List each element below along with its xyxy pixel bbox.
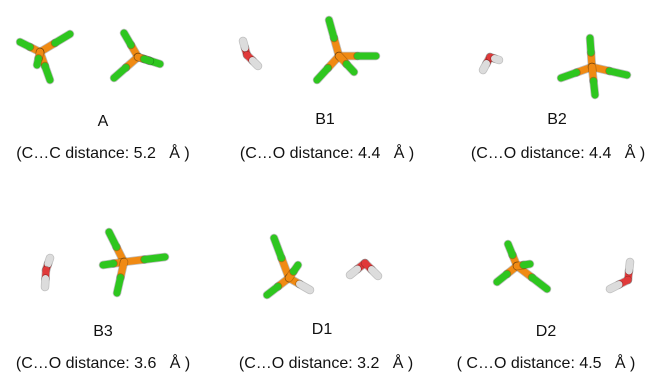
B3-water-o-h-bond-2-outer bbox=[41, 275, 49, 291]
distance-caption-A: (C…C distance: 5.2 Å ) bbox=[16, 145, 190, 162]
A-mol2-c-cl-bond-outer bbox=[120, 29, 135, 49]
distance-caption-D2: ( C…O distance: 4.5 Å ) bbox=[456, 355, 636, 372]
D2-mol-c-h-bond-2-outer bbox=[520, 260, 534, 269]
B2-water-o-h-bond-2-outer bbox=[491, 55, 503, 64]
B1-water-o-h-bond-2-outer bbox=[249, 57, 262, 70]
D2-mol-c-h-bond-1-outer bbox=[528, 274, 551, 293]
B1-mol-c-cl-bond-outer bbox=[325, 16, 338, 42]
B1-mol-c-h-bond-2-outer bbox=[343, 60, 358, 76]
distance-caption-B1: (C…O distance: 4.4 Å ) bbox=[239, 145, 415, 162]
A-mol1-c-cl-bond-outer bbox=[51, 30, 74, 47]
A-mol1-c-h-bond-0-outer bbox=[16, 38, 34, 51]
B3-mol-c-h-bond-2-outer bbox=[113, 274, 124, 297]
D1-mol-c-h-bond-0-outer bbox=[263, 283, 282, 299]
B2-mol-c-h-bond-1-outer bbox=[606, 67, 631, 79]
D2-mol-c-h-bond-0-outer bbox=[493, 270, 511, 286]
B2-mol-c-h-bond-2-outer bbox=[590, 77, 599, 99]
B1-mol-c-h-bond-0-outer bbox=[313, 64, 332, 84]
distance-caption-B3: (C…O distance: 3.6 Å ) bbox=[15, 355, 191, 372]
panel-label-D1: D1 bbox=[311, 321, 333, 338]
B2-water-o-h-bond-1-outer bbox=[479, 60, 490, 74]
B3-mol-c-h-bond-1-outer bbox=[141, 253, 169, 263]
distance-caption-D1: (C…O distance: 3.2 Å ) bbox=[238, 355, 414, 372]
panel-label-B3: B3 bbox=[93, 323, 113, 340]
panel-label-B1: B1 bbox=[315, 111, 335, 128]
D2-water-o-h-bond-2-outer bbox=[606, 281, 623, 293]
D2-water-o-h-bond-1-outer bbox=[625, 258, 634, 275]
D2-mol-c-cl-bond-outer bbox=[504, 240, 516, 259]
B3-mol-c-cl-bond-outer bbox=[105, 228, 120, 251]
B3-mol-c-h-bond-0-outer bbox=[99, 260, 117, 269]
panel-label-B2: B2 bbox=[547, 111, 567, 128]
A-mol2-c-h-bond-2-outer bbox=[140, 55, 154, 65]
B3-water-o-h-bond-1-outer bbox=[44, 254, 54, 268]
D1-water-o-h-bond-2-outer bbox=[368, 266, 382, 280]
D1-mol-c-h-bond-1-outer bbox=[296, 280, 314, 294]
B2-mol-c-cl-bond-outer bbox=[586, 34, 595, 56]
distance-caption-B2: (C…O distance: 4.4 Å ) bbox=[470, 145, 646, 162]
B2-mol-c-h-bond-0-outer bbox=[557, 69, 580, 82]
D1-water-o-h-bond-1-outer bbox=[346, 265, 361, 279]
A-mol1-c-h-bond-1-outer bbox=[41, 62, 54, 84]
A-mol1-c-h-bond-2-outer bbox=[33, 55, 42, 69]
D1-mol-c-h-bond-2-outer bbox=[290, 261, 302, 275]
panel-label-D2: D2 bbox=[535, 323, 557, 340]
panel-label-A: A bbox=[97, 113, 109, 130]
A-mol2-c-h-bond-0-outer bbox=[110, 64, 130, 82]
B1-water-o-h-bond-1-outer bbox=[239, 37, 249, 52]
D1-mol-c-cl-bond-outer bbox=[270, 234, 285, 262]
